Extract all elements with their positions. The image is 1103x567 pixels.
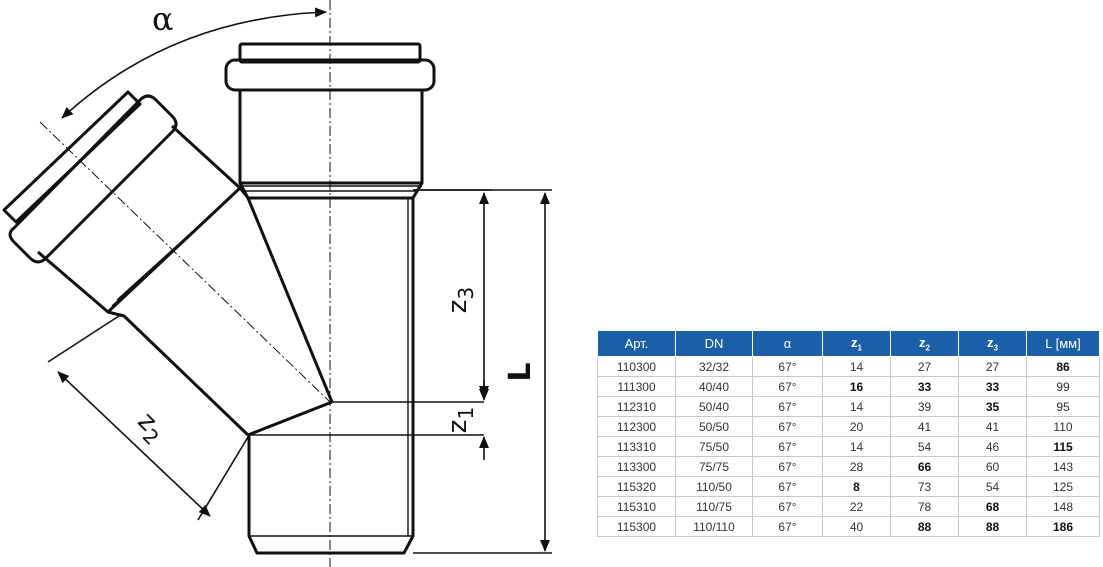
- table-cell: 110/50: [675, 476, 753, 497]
- table-cell: 54: [958, 476, 1027, 497]
- table-cell: 112310: [597, 396, 676, 417]
- table-cell: 186: [1026, 516, 1100, 537]
- table-cell: 115: [1026, 436, 1100, 457]
- table-cell: 14: [822, 356, 891, 377]
- table-cell: 99: [1026, 376, 1100, 397]
- table-cell: 54: [890, 436, 959, 457]
- table-cell: 68: [958, 496, 1027, 517]
- table-cell: 112300: [597, 416, 676, 437]
- svg-text:z1: z1: [443, 407, 478, 433]
- pipe-tee-diagram: α z3 z1 z2 L: [2, 0, 552, 567]
- table-cell: 39: [890, 396, 959, 417]
- table-cell: 143: [1026, 456, 1100, 477]
- branch-pipe: [2, 90, 333, 437]
- table-cell: 40: [822, 516, 891, 537]
- table-cell: 67°: [752, 416, 823, 437]
- alpha-label: α: [152, 0, 174, 38]
- svg-text:L: L: [503, 362, 538, 381]
- dimension-lines: [47, 7, 552, 554]
- dimension-labels: α z3 z1 z2 L: [128, 0, 538, 450]
- table-cell: 113310: [597, 436, 676, 457]
- table-cell: 41: [890, 416, 959, 437]
- table-cell: 16: [822, 376, 891, 397]
- table-cell: 32/32: [675, 356, 753, 377]
- table-cell: 113300: [597, 456, 676, 477]
- pipe-inner-lines: [240, 185, 484, 537]
- z1-label: z1: [443, 407, 478, 433]
- table-cell: 8: [822, 476, 891, 497]
- center-lines: [39, 0, 331, 567]
- table-cell: 40/40: [675, 376, 753, 397]
- table-cell: 46: [958, 436, 1027, 457]
- table-cell: 33: [958, 376, 1027, 397]
- header-z2: z2: [890, 330, 959, 357]
- svg-text:z2: z2: [128, 406, 171, 449]
- branch-inner-lines: [111, 191, 237, 307]
- table-cell: 95: [1026, 396, 1100, 417]
- table-cell: 110/110: [675, 516, 753, 537]
- z2-label: z2: [128, 406, 171, 449]
- table-cell: 73: [890, 476, 959, 497]
- table-cell: 110: [1026, 416, 1100, 437]
- svg-text:z3: z3: [443, 287, 478, 313]
- table-cell: 20: [822, 416, 891, 437]
- table-cell: 67°: [752, 436, 823, 457]
- table-cell: 115310: [597, 496, 676, 517]
- table-cell: 88: [958, 516, 1027, 537]
- table-cell: 148: [1026, 496, 1100, 517]
- table-cell: 14: [822, 396, 891, 417]
- table-header-row: Арт. DN α z1 z2 z3 L [мм]: [597, 330, 1100, 357]
- table-cell: 67°: [752, 476, 823, 497]
- z3-label: z3: [443, 287, 478, 313]
- table-cell: 50/40: [675, 396, 753, 417]
- table-cell: 14: [822, 436, 891, 457]
- header-z3: z3: [958, 330, 1027, 357]
- header-dn: DN: [675, 330, 753, 357]
- header-article: Арт.: [597, 330, 676, 357]
- table-cell: 67°: [752, 516, 823, 537]
- table-cell: 27: [958, 356, 1027, 377]
- table-cell: 27: [890, 356, 959, 377]
- header-alpha: α: [752, 330, 823, 357]
- table-cell: 88: [890, 516, 959, 537]
- table-cell: 67°: [752, 376, 823, 397]
- table-cell: 75/75: [675, 456, 753, 477]
- table-cell: 115320: [597, 476, 676, 497]
- table-cell: 125: [1026, 476, 1100, 497]
- table-cell: 60: [958, 456, 1027, 477]
- table-cell: 35: [958, 396, 1027, 417]
- table-cell: 50/50: [675, 416, 753, 437]
- table-cell: 115300: [597, 516, 676, 537]
- header-z1: z1: [822, 330, 891, 357]
- table-cell: 78: [890, 496, 959, 517]
- table-cell: 111300: [597, 376, 676, 397]
- table-cell: 33: [890, 376, 959, 397]
- table-cell: 67°: [752, 396, 823, 417]
- table-cell: 67°: [752, 356, 823, 377]
- header-length: L [мм]: [1026, 330, 1100, 357]
- table-cell: 110/75: [675, 496, 753, 517]
- table-cell: 41: [958, 416, 1027, 437]
- table-cell: 28: [822, 456, 891, 477]
- table-cell: 86: [1026, 356, 1100, 377]
- table-cell: 67°: [752, 456, 823, 477]
- table-cell: 66: [890, 456, 959, 477]
- table-cell: 75/50: [675, 436, 753, 457]
- table-cell: 110300: [597, 356, 676, 377]
- length-label: L: [503, 362, 538, 381]
- table-cell: 22: [822, 496, 891, 517]
- table-cell: 67°: [752, 496, 823, 517]
